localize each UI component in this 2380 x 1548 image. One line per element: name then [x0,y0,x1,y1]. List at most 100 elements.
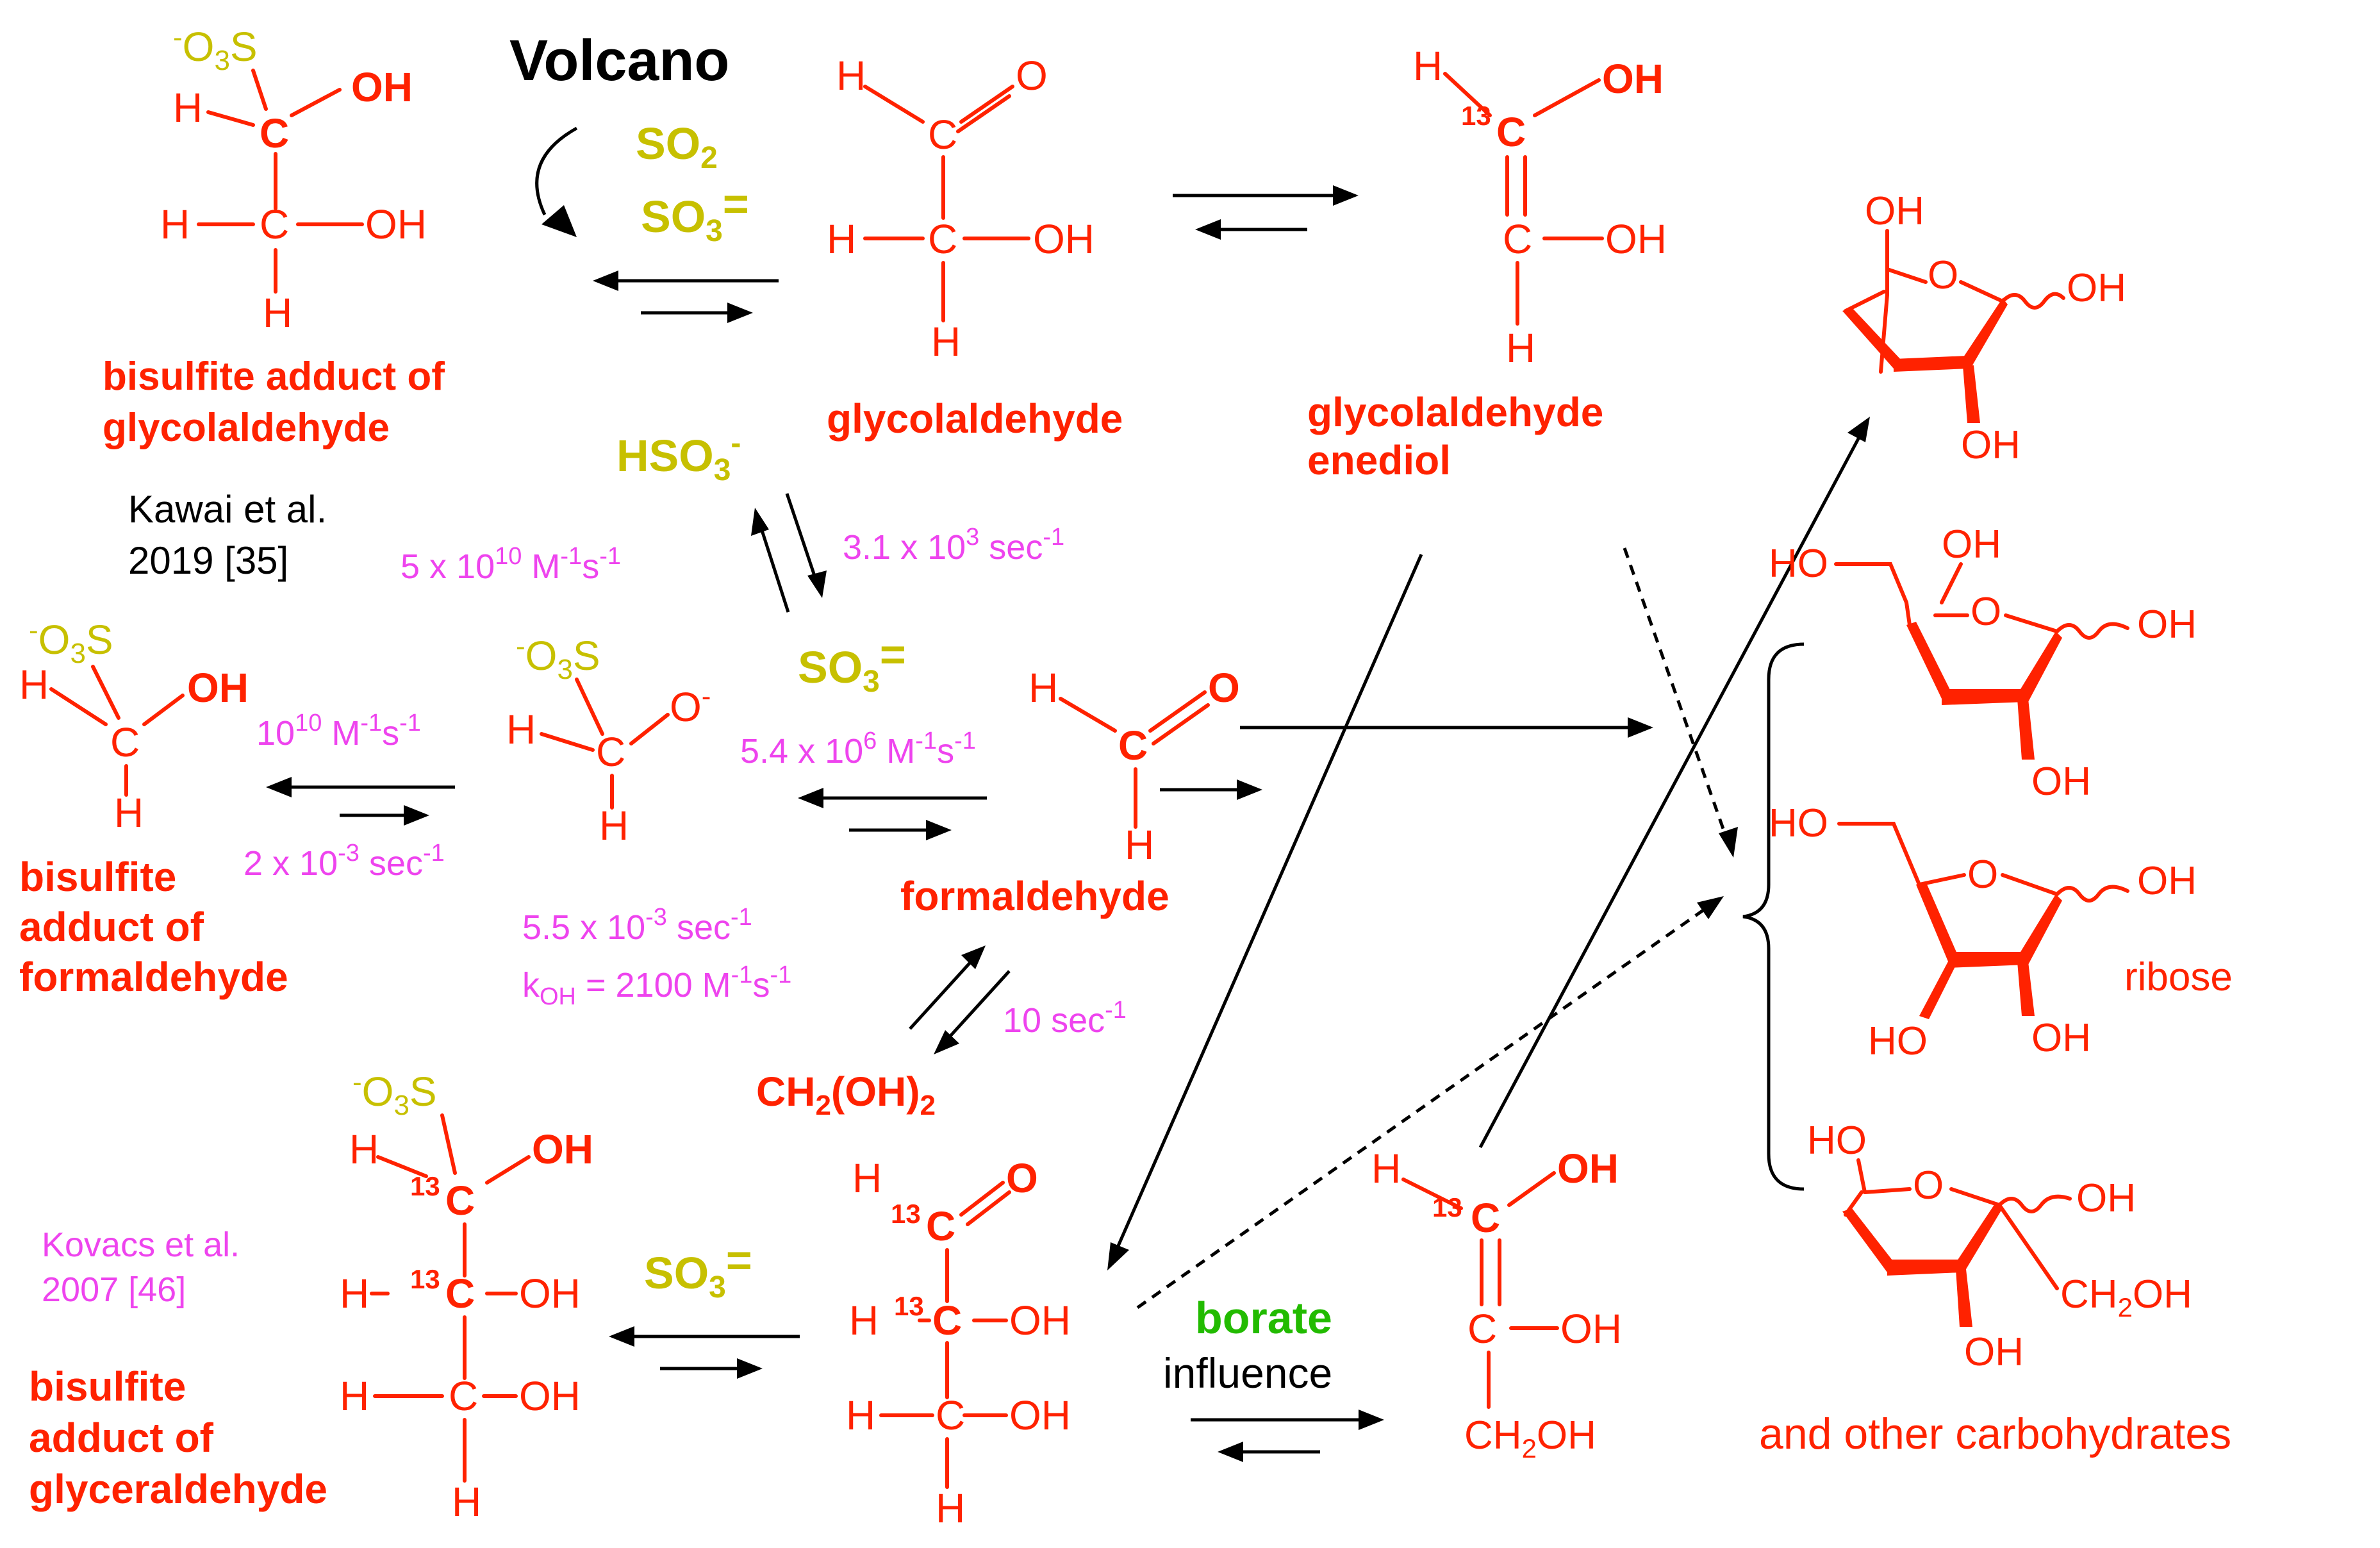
hydroxyl-1: OH [1557,1145,1619,1192]
wedge-right [2019,631,2062,702]
hydroxyl-top: HO [1807,1119,1867,1163]
hydrogen: H [506,706,536,753]
volcano-title: Volcano [509,29,729,93]
hydrogen: H [1029,665,1058,711]
hydrogen-3: H [846,1392,875,1438]
rate-constant-4: 5.4 x 106 M-1s-1 [740,728,976,770]
carbon: C [1118,722,1148,769]
borate-label: borate [1195,1293,1332,1343]
ring-bonds [1834,562,2129,640]
sulfite-ion-bottom: SO3= [644,1235,752,1304]
carbon-1: C [1471,1195,1500,1241]
hydrogen-1: H [836,53,866,99]
hydrogen-3: H [340,1373,369,1419]
glyceraldehyde: H 13 C O H 13 C OH H C OH H [846,1155,1071,1531]
wedge-bottom [1887,1260,1962,1276]
wedge-down-right [2017,961,2035,1016]
equilibrium-arrows-bisulfite [751,493,827,613]
so3-label: SO3= [641,179,749,248]
arrow-head-1 [1107,1242,1129,1270]
hydrogen-3: H [263,290,292,336]
hydrogen-2: H [599,803,629,849]
borate-influence: borate influence [1163,1293,1384,1462]
carbon-3: C [936,1392,965,1438]
hydrogen-2: H [1506,325,1535,371]
glycolaldehyde-enediol: H 13 C OH C OH H glycolaldehyde enediol [1307,43,1667,483]
enediol-to-sugar-arrow [1478,431,1864,1149]
oxygen: O [1016,53,1048,99]
wedge-right [1956,1202,2003,1272]
equilibrium-arrows-left-mid [266,777,455,826]
carbon-2: C [1467,1306,1497,1352]
hydroxyl-left: HO [1769,801,1828,845]
curved-arrow-head [541,205,577,237]
dashed-arrow-head-2 [1697,896,1724,919]
glycolaldehyde: H O C H C OH H glycolaldehyde [827,53,1123,442]
hydroxyl-top: OH [1942,522,2001,567]
rate-constant-1: 5 x 1010 M-1s-1 [401,543,621,586]
reference-kawai: Kawai et al. 2019 [35] [128,488,327,582]
hydroxyl-1: OH [1602,56,1664,102]
equilibrium-arrows-top-left [593,270,779,323]
compound-name-line1: bisulfite adduct of [103,354,445,399]
carbon-2: C [932,1297,962,1344]
hydroxyl-bold: OH [351,64,413,110]
ring-oxygen: O [1971,590,2001,634]
formaldehyde: H C O H formaldehyde [900,665,1240,919]
carbon-1: C [445,1178,475,1224]
equilibrium-arrows-bottom [609,1326,800,1379]
equilibrium-arrows-hydration [909,945,1011,1054]
bisulfite-adduct-formaldehyde: -O3S H C OH H bisulfite adduct of formal… [19,615,288,1000]
bonds [879,1181,1011,1489]
bonds [197,69,364,294]
wedge-right [1962,298,2008,369]
hydroxyl: OH [1033,216,1095,262]
compound-name-line2: adduct of [29,1415,214,1461]
formaldehyde-short-arrow-head [1237,779,1262,800]
isotope-label: 13 [1461,101,1491,131]
hydroxyl-2: OH [365,201,427,247]
hydrogen-2: H [1125,822,1154,868]
formaldehyde-to-sugars-arrow-head [1628,717,1653,738]
hydroxyl: OH [1009,1297,1071,1344]
dashed-arrow-2 [1136,905,1709,1310]
hydroxyl-right: OH [2137,859,2197,903]
ring-bonds [1844,1158,2072,1290]
bonds [370,1113,531,1483]
bonds [863,85,1030,322]
carbon-1: C [928,112,957,158]
hydrogen: H [19,662,49,708]
hydroxyl-1: OH [532,1126,593,1172]
sugar-name: ribose [2124,955,2233,999]
sulfonate-label: -O3S [29,615,113,669]
hydroxyl-right: OH [2067,266,2126,310]
carbon-1: C [926,1203,955,1249]
hydroxyl: OH [187,665,249,711]
dashed-arrow-1 [1623,547,1729,840]
wedge-left [1842,308,1903,369]
compound-name-line2: glycolaldehyde [103,406,390,450]
hydrogen-4: H [936,1485,965,1531]
ring-back [1879,293,1889,374]
wedge-left [1916,881,1958,961]
other-carbohydrates-label: and other carbohydrates [1759,1410,2231,1458]
bracket-brace [1742,642,1805,1191]
isotope-label-2: 13 [410,1264,440,1294]
hydroxyl-2: OH [1560,1306,1622,1352]
sulfonate-label: -O3S [352,1067,437,1121]
sugar-1: OH O OH OH [1842,189,2126,467]
oxygen: O [1006,1155,1038,1201]
curved-arrow [535,126,578,216]
rate-constant-2: 3.1 x 103 sec-1 [843,524,1064,567]
hydrogen-2: H [114,790,144,836]
arrow-head-2 [1847,417,1870,442]
equilibrium-arrows-mid [798,788,987,840]
hydroxyl-3: OH [519,1373,581,1419]
sugar-3-ribose: HO O OH HO OH ribose [1769,801,2233,1063]
rate-constant-3: 1010 M-1s-1 [256,710,421,753]
influence-label: influence [1163,1349,1332,1397]
reference-line2: 2007 [46] [42,1270,186,1309]
hydrogen-1: H [173,85,202,131]
hydroxyl-top: OH [1865,189,1924,233]
